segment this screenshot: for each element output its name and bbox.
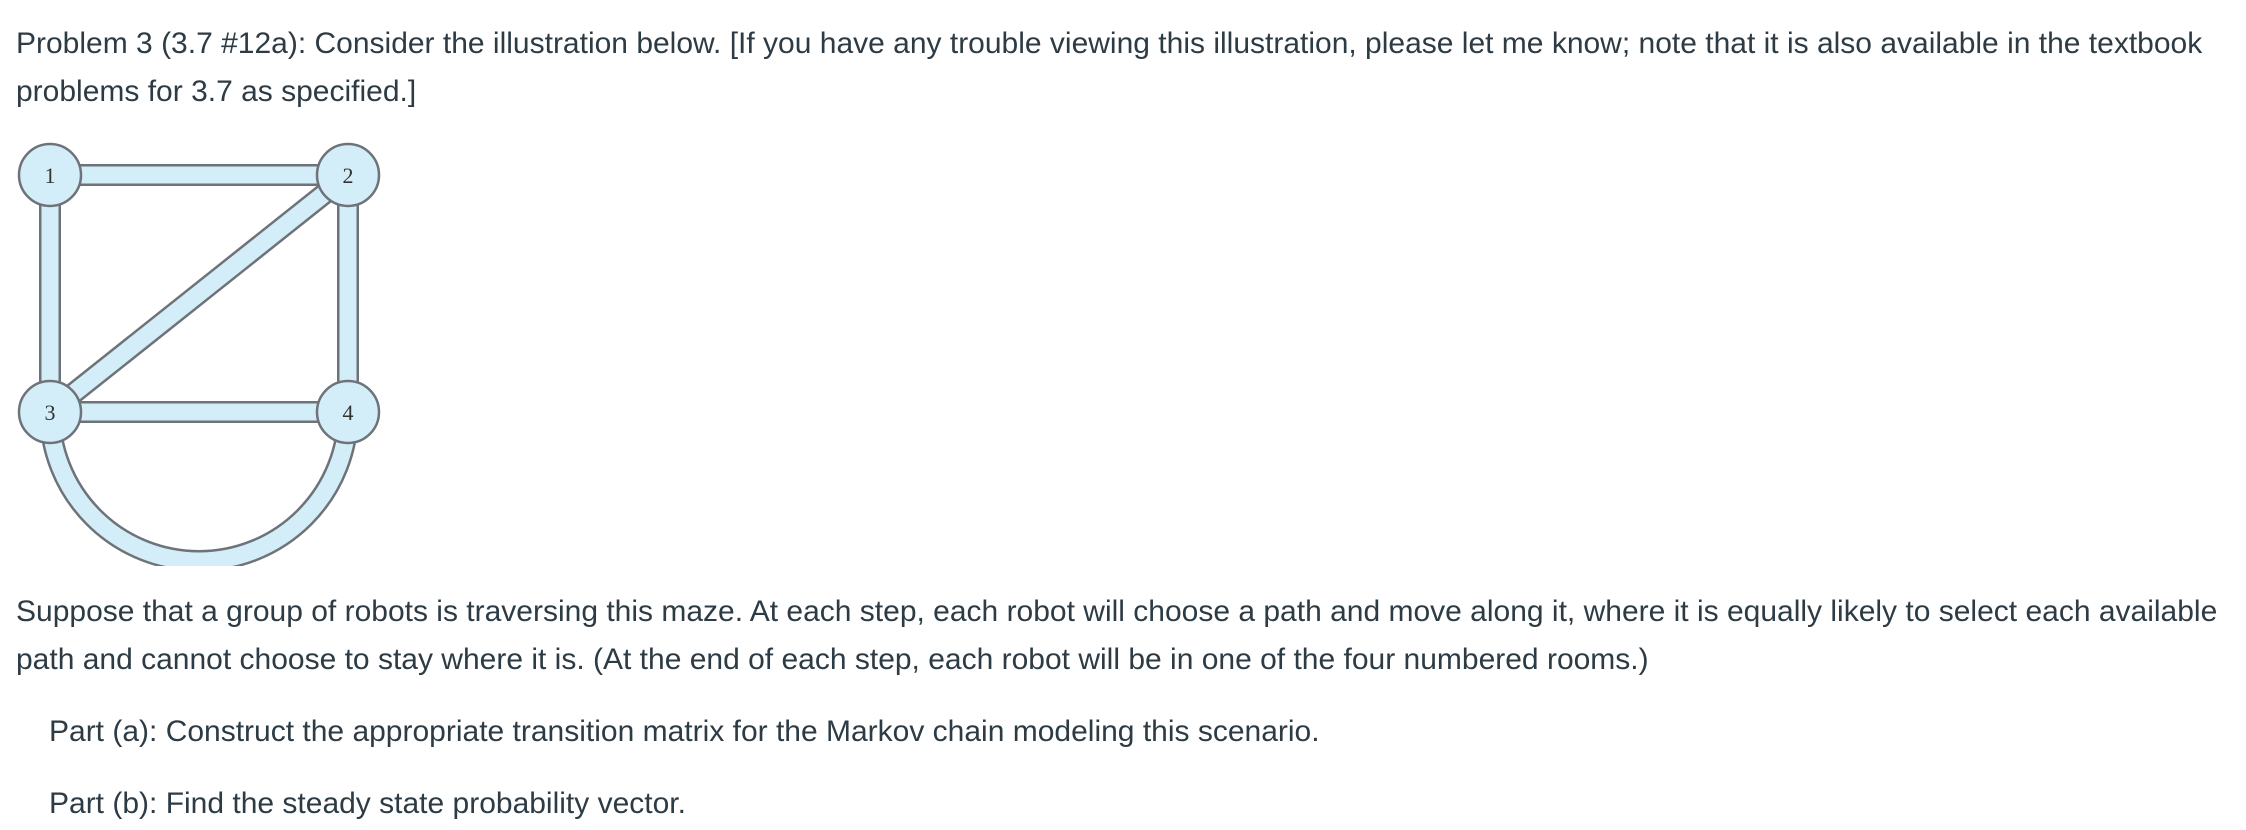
path-3-4-curve bbox=[41, 411, 357, 570]
path-3-4-curve-outline bbox=[39, 411, 359, 572]
room-2 bbox=[315, 142, 381, 208]
room-1 bbox=[17, 142, 83, 208]
room-3-label: 3 bbox=[45, 400, 56, 425]
path-2-3 bbox=[44, 168, 354, 419]
room-2-label: 2 bbox=[343, 163, 354, 188]
room-3 bbox=[17, 379, 83, 445]
maze-illustration: 1 2 3 4 bbox=[16, 136, 386, 572]
room-4-label: 4 bbox=[343, 400, 354, 425]
room-1-label: 1 bbox=[45, 163, 56, 188]
problem-intro: Problem 3 (3.7 #12a): Consider the illus… bbox=[16, 27, 2203, 108]
room-4 bbox=[315, 379, 381, 445]
part-a-text: Part (a): Construct the appropriate tran… bbox=[49, 715, 1320, 748]
scenario-text: Suppose that a group of robots is traver… bbox=[16, 595, 2218, 676]
maze-diagram: 1 2 3 4 bbox=[17, 142, 381, 572]
part-b-text: Part (b): Find the steady state probabil… bbox=[49, 787, 686, 820]
